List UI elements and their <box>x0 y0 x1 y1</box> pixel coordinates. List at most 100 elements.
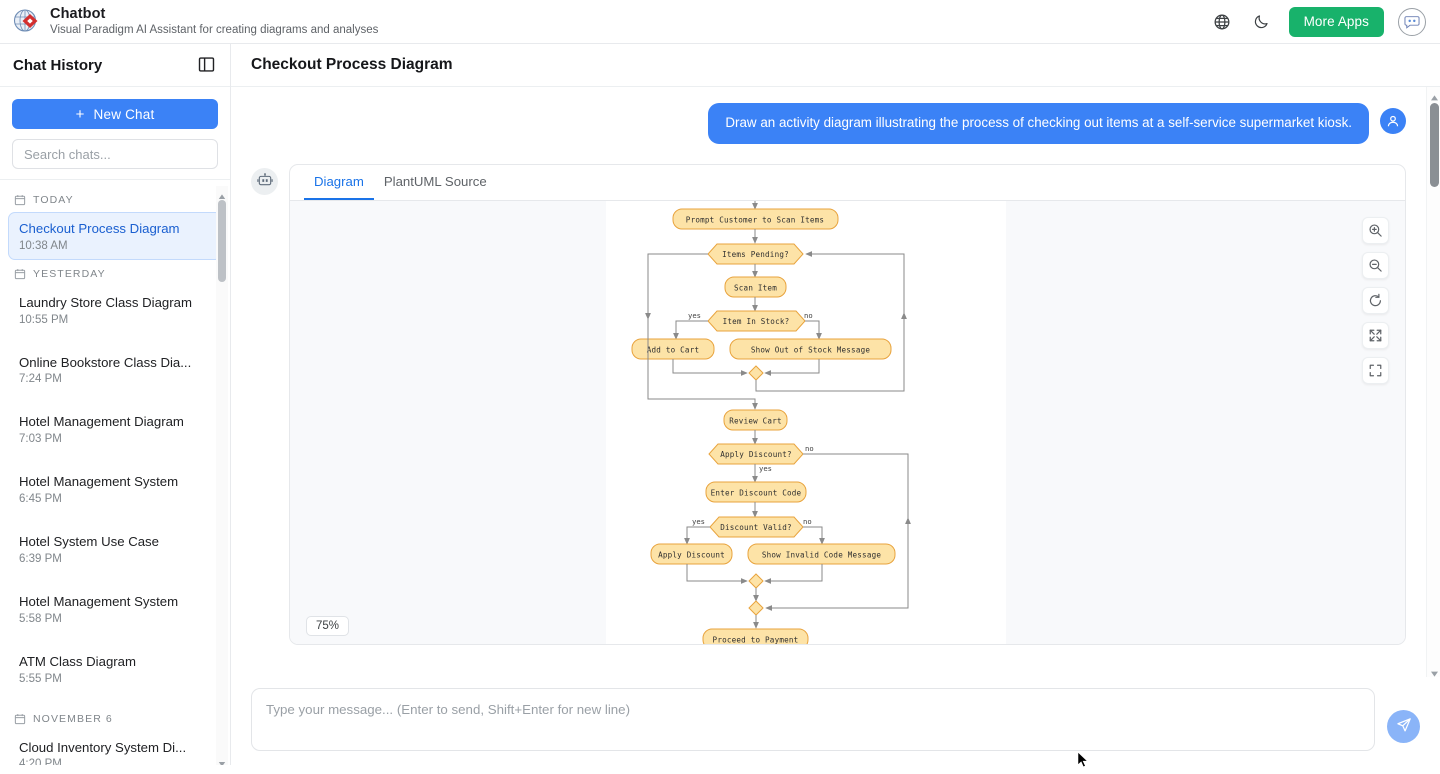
node-enter-discount-code: Enter Discount Code <box>711 488 802 497</box>
group-label-text: YESTERDAY <box>33 267 106 280</box>
chat-item-hotel-management-system-2[interactable]: Hotel Management System 5:58 PM <box>8 585 222 633</box>
page-title: Checkout Process Diagram <box>251 56 453 73</box>
node-item-in-stock: Item In Stock? <box>723 317 790 326</box>
chat-item-time: 7:03 PM <box>19 433 62 446</box>
node-apply-discount: Apply Discount <box>658 550 725 559</box>
node-review-cart: Review Cart <box>729 416 782 425</box>
sidebar-scroll-thumb[interactable] <box>218 200 226 282</box>
chat-item-title: Checkout Process Diagram <box>19 221 180 236</box>
conv-scroll-down-arrow-icon[interactable] <box>1430 665 1439 678</box>
fullscreen-icon[interactable] <box>1362 356 1389 384</box>
visual-paradigm-logo-icon <box>12 7 40 35</box>
app-title: Chatbot <box>50 6 106 23</box>
diagram-artifact: Diagram PlantUML Source <box>289 163 1406 645</box>
chat-item-time: 5:58 PM <box>19 612 62 625</box>
diagram-canvas[interactable]: Prompt Customer to Scan Items Items Pend… <box>290 200 1405 644</box>
edge-label-yes-valid: yes <box>692 517 705 526</box>
node-show-invalid-code: Show Invalid Code Message <box>762 550 882 559</box>
reset-icon[interactable] <box>1362 286 1389 314</box>
main-header: Checkout Process Diagram <box>231 44 1440 87</box>
chat-item-title: Online Bookstore Class Dia... <box>19 354 192 370</box>
chat-history-list: TODAY Checkout Process Diagram 10:38 AM … <box>0 179 230 765</box>
chat-item-title: Hotel Management Diagram <box>19 414 184 430</box>
diagram-canvas-page <box>606 200 1006 644</box>
node-prompt-customer: Prompt Customer to Scan Items <box>686 215 824 224</box>
conversation-scrollbar[interactable] <box>1426 87 1440 678</box>
chat-item-time: 6:45 PM <box>19 493 62 506</box>
top-bar-actions: More Apps <box>1209 6 1426 37</box>
artifact-tabs: Diagram PlantUML Source <box>290 165 1405 201</box>
search-input[interactable] <box>12 139 218 169</box>
new-chat-label: New Chat <box>93 106 155 122</box>
node-items-pending: Items Pending? <box>722 250 789 259</box>
sidebar-title: Chat History <box>13 56 103 74</box>
top-bar: Chatbot Visual Paradigm AI Assistant for… <box>0 0 1440 44</box>
chat-item-atm-class-diagram[interactable]: ATM Class Diagram 5:55 PM <box>8 645 222 693</box>
chat-item-hotel-management-diagram[interactable]: Hotel Management Diagram 7:03 PM <box>8 405 222 453</box>
chat-item-time: 10:55 PM <box>19 313 69 326</box>
chat-item-time: 10:38 AM <box>19 239 68 252</box>
group-label-yesterday: YESTERDAY <box>0 260 230 286</box>
chat-item-hotel-system-use-case[interactable]: Hotel System Use Case 6:39 PM <box>8 525 222 573</box>
chat-item-title: Cloud Inventory System Di... <box>19 739 187 755</box>
conv-scroll-up-arrow-icon[interactable] <box>1430 90 1439 101</box>
node-show-out-of-stock: Show Out of Stock Message <box>751 345 871 354</box>
scroll-up-arrow-icon[interactable] <box>218 188 226 199</box>
node-proceed-to-payment: Proceed to Payment <box>713 635 799 644</box>
edge-label-no-stock: no <box>804 311 813 320</box>
send-icon <box>1396 717 1412 736</box>
chat-item-title: Hotel System Use Case <box>19 534 159 550</box>
tab-plantuml-source[interactable]: PlantUML Source <box>374 174 497 200</box>
conv-scroll-thumb[interactable] <box>1430 103 1439 187</box>
group-label-text: NOVEMBER 6 <box>33 712 113 725</box>
sidebar-scrollbar[interactable] <box>216 186 228 765</box>
tab-diagram[interactable]: Diagram <box>304 174 374 200</box>
node-apply-discount-q: Apply Discount? <box>720 450 792 459</box>
chat-item-checkout-process-diagram[interactable]: Checkout Process Diagram 10:38 AM <box>8 212 222 260</box>
sidebar-top-actions: + New Chat <box>0 87 230 179</box>
chat-item-laundry-store-class-diagram[interactable]: Laundry Store Class Diagram 10:55 PM <box>8 286 222 334</box>
scroll-down-arrow-icon[interactable] <box>218 755 226 765</box>
chat-item-time: 5:55 PM <box>19 672 62 685</box>
send-button[interactable] <box>1387 710 1420 744</box>
robot-icon <box>251 167 278 195</box>
message-bot: Diagram PlantUML Source <box>231 144 1426 645</box>
zoom-out-icon[interactable] <box>1362 251 1389 279</box>
activity-diagram-svg: Prompt Customer to Scan Items Items Pend… <box>631 200 911 644</box>
conversation-scrollport: Draw an activity diagram illustrating th… <box>231 87 1426 677</box>
chat-item-title: ATM Class Diagram <box>19 653 136 669</box>
message-input[interactable] <box>251 688 1375 751</box>
group-label-today: TODAY <box>0 186 230 212</box>
new-chat-button[interactable]: + New Chat <box>12 99 218 129</box>
sidebar-header: Chat History <box>0 44 230 87</box>
fit-screen-icon[interactable] <box>1362 321 1389 349</box>
user-icon <box>1380 108 1406 134</box>
edge-label-yes-stock: yes <box>688 311 701 320</box>
chat-item-online-bookstore-class-diagram[interactable]: Online Bookstore Class Dia... 7:24 PM <box>8 346 222 394</box>
chat-item-title: Hotel Management System <box>19 593 179 609</box>
group-label-november-6: NOVEMBER 6 <box>0 705 230 731</box>
plus-icon: + <box>75 105 85 123</box>
moon-icon[interactable] <box>1249 9 1275 35</box>
edge-label-no-discount: no <box>805 444 814 453</box>
globe-icon[interactable] <box>1209 9 1235 35</box>
chat-item-time: 7:24 PM <box>19 373 62 386</box>
edge-label-no-valid: no <box>803 517 812 526</box>
zoom-in-icon[interactable] <box>1362 216 1389 244</box>
chat-item-time: 4:20 PM <box>19 758 62 765</box>
node-add-to-cart: Add to Cart <box>647 345 700 354</box>
chat-item-time: 6:39 PM <box>19 552 62 565</box>
panel-toggle-icon[interactable] <box>198 56 216 74</box>
chat-item-cloud-inventory-system-diagram[interactable]: Cloud Inventory System Di... 4:20 PM <box>8 731 222 766</box>
search-wrap <box>12 139 218 169</box>
more-apps-button[interactable]: More Apps <box>1288 6 1384 37</box>
group-label-text: TODAY <box>33 194 74 206</box>
chat-item-hotel-management-system-1[interactable]: Hotel Management System 6:45 PM <box>8 465 222 513</box>
zoom-level-indicator[interactable]: 75% <box>306 615 350 636</box>
chatbot-avatar-icon[interactable] <box>1398 7 1426 36</box>
node-scan-item: Scan Item <box>734 283 777 292</box>
brand: Chatbot Visual Paradigm AI Assistant for… <box>12 6 378 37</box>
app-subtitle: Visual Paradigm AI Assistant for creatin… <box>50 23 379 36</box>
conversation-area: Draw an activity diagram illustrating th… <box>231 87 1440 678</box>
